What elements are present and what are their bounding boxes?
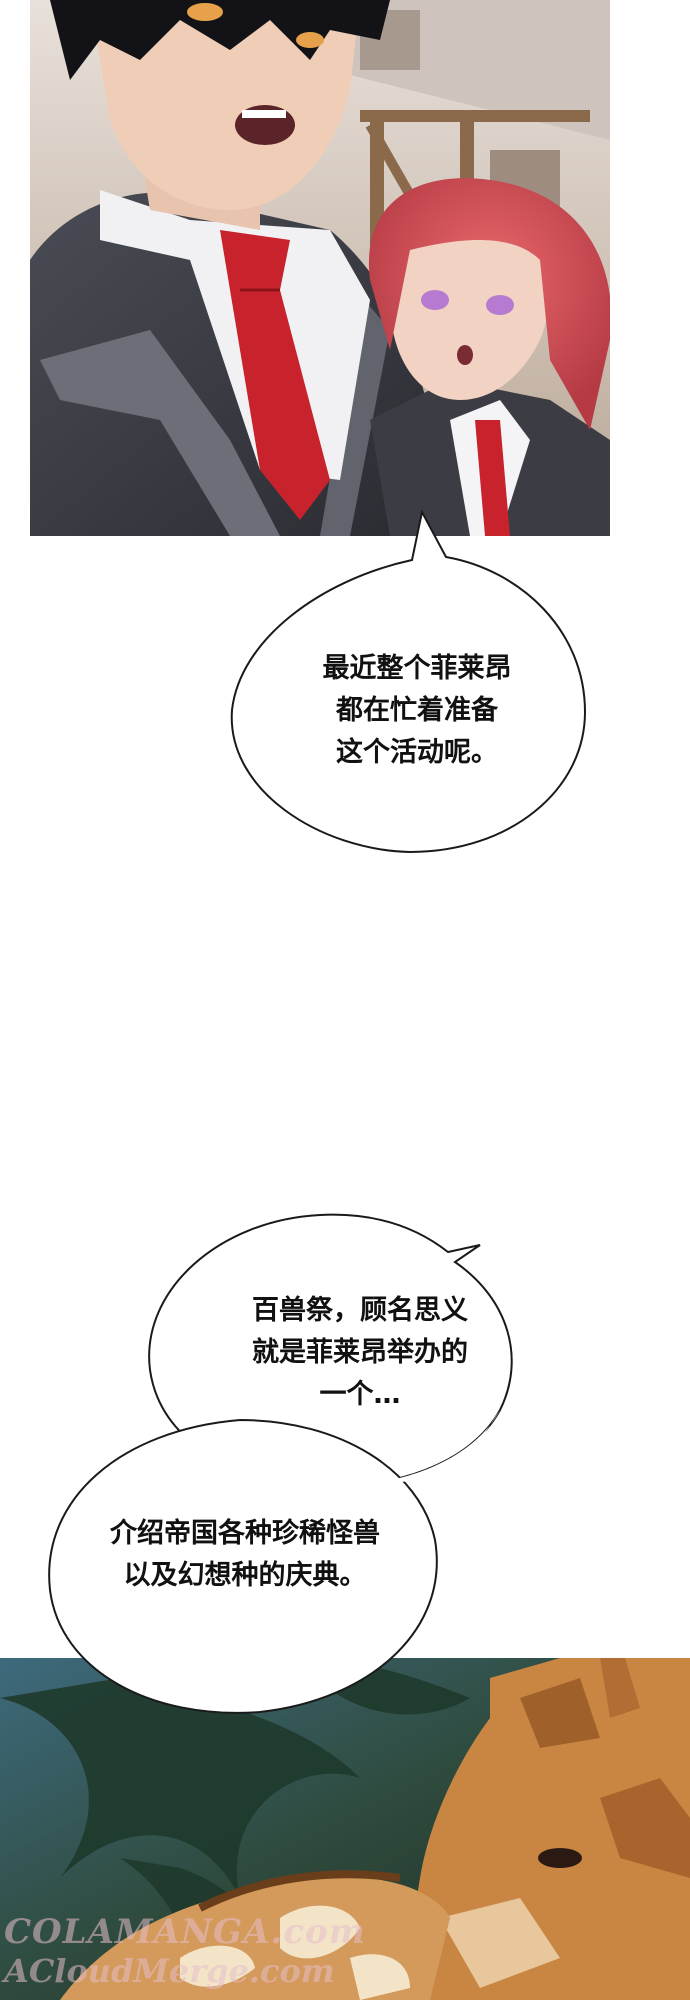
top-panel-art <box>30 0 610 536</box>
watermark-line-2: ACloudMerge.com <box>4 1952 335 1990</box>
bottom-panel <box>0 1658 690 2000</box>
bubble-2-text: 百兽祭，顾名思义 就是菲莱昂举办的 一个… <box>252 1295 468 1410</box>
boy-character <box>30 0 450 536</box>
boy-tie <box>220 230 330 520</box>
bubble-3-text: 介绍帝国各种珍稀怪兽 以及幻想种的庆典。 <box>110 1518 380 1591</box>
top-panel <box>30 0 610 536</box>
watermark: COLAMANGA.com ACloudMerge.com <box>0 1912 420 1992</box>
giraffe-neck <box>60 1870 450 2000</box>
watermark-line-1: COLAMANGA.com <box>4 1912 366 1952</box>
bubble-1-text: 最近整个菲莱昂 都在忙着准备 这个活动呢。 <box>322 653 512 768</box>
boy-hair <box>50 0 390 80</box>
giraffe-head <box>400 1658 690 2000</box>
girl-character <box>368 178 610 536</box>
girl-tie <box>475 420 510 536</box>
bottom-panel-art <box>0 1658 690 2000</box>
girl-hair <box>368 178 610 430</box>
